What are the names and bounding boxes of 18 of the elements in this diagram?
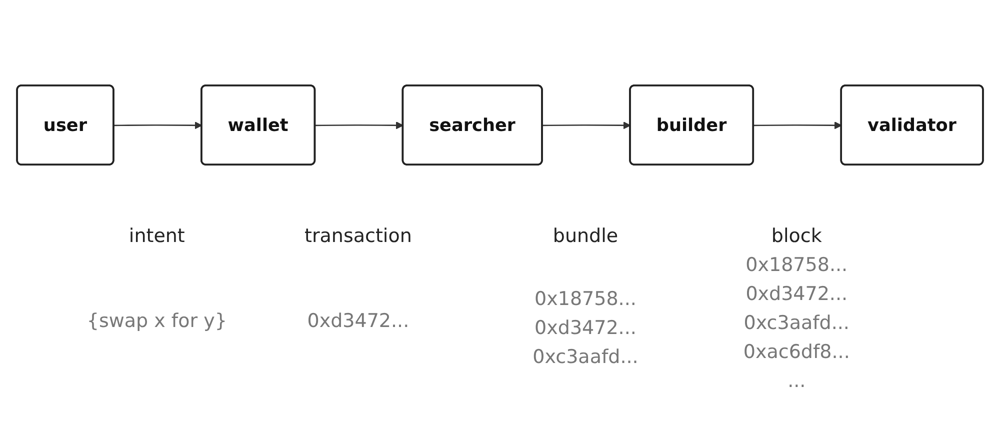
data-value-text: 0x18758... <box>746 253 848 278</box>
data-value-text: ... <box>788 369 806 394</box>
arrow <box>753 122 842 130</box>
data-value-text: 0xc3aafd... <box>744 311 850 336</box>
arrow <box>314 122 403 130</box>
data-value-text: 0xc3aafd... <box>532 345 638 370</box>
data-value-text: 0xac6df8... <box>743 340 850 365</box>
data-value-text: 0xd3472... <box>534 316 636 341</box>
data-value-text: 0xd3472... <box>307 309 410 334</box>
data-type-label: intent <box>128 224 185 249</box>
data-type-label: transaction <box>304 224 412 249</box>
data-value-text: 0xd3472... <box>746 282 848 307</box>
data-type-label: bundle <box>552 224 618 249</box>
data-type-label: block <box>771 224 822 249</box>
arrow <box>542 122 630 130</box>
arrow <box>113 122 202 130</box>
data-value-text: 0x18758... <box>534 287 636 312</box>
data-value-text: {swap x for y} <box>86 309 227 334</box>
